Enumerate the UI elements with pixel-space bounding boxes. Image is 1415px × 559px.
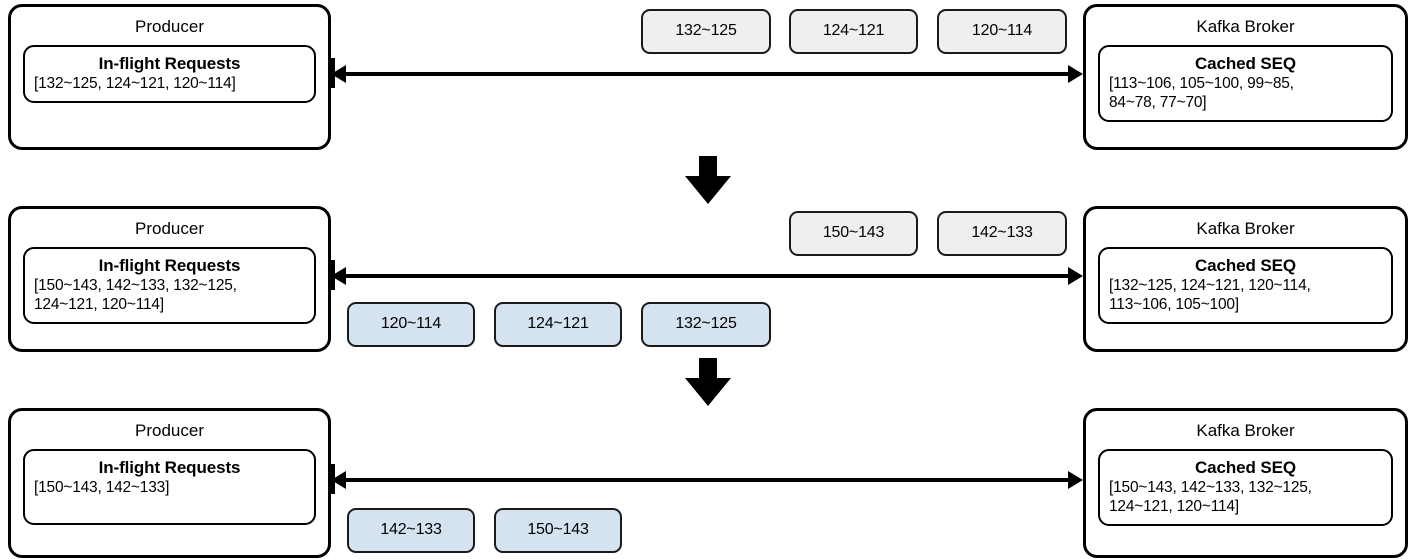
in-flight-requests-list: [150~143, 142~133, 132~125, 124~121, 120… <box>34 277 237 313</box>
producer-title: Producer <box>135 219 204 238</box>
chip-below-row-3-0: 142~133 <box>347 508 475 553</box>
cached-seq-list: [150~143, 142~133, 132~125, 124~121, 120… <box>1109 479 1312 515</box>
arrow-left-head-icon <box>331 267 346 285</box>
chip-label: 120~114 <box>971 22 1033 39</box>
in-flight-requests-list: [150~143, 142~133] <box>34 479 170 496</box>
cached-seq-box: Cached SEQ [113~106, 105~100, 99~85, 84~… <box>1098 45 1393 122</box>
cached-seq-heading: Cached SEQ <box>1194 458 1297 477</box>
producer-broker-arrow-row-3 <box>331 464 1083 494</box>
chip-above-row-1-2: 120~114 <box>937 9 1067 54</box>
chip-label: 124~121 <box>822 22 885 39</box>
producer-node-row-2: Producer In-flight Requests [150~143, 14… <box>8 206 331 352</box>
arrow-tip <box>685 176 731 204</box>
chip-below-row-2-2: 132~125 <box>641 302 771 347</box>
chip-label: 132~125 <box>675 22 737 39</box>
diagram-row-1: Producer In-flight Requests [132~125, 12… <box>0 0 1415 152</box>
diagram-row-3: Producer In-flight Requests [150~143, 14… <box>0 404 1415 559</box>
kafka-broker-title: Kafka Broker <box>1196 421 1295 440</box>
arrow-tip <box>685 378 731 406</box>
kafka-broker-title: Kafka Broker <box>1196 17 1295 36</box>
chip-below-row-3-1: 150~143 <box>494 508 622 553</box>
in-flight-requests-heading: In-flight Requests <box>98 54 241 73</box>
arrow-left-head-icon <box>331 471 346 489</box>
chip-below-row-2-1: 124~121 <box>494 302 622 347</box>
in-flight-requests-heading: In-flight Requests <box>98 256 241 275</box>
kafka-broker-title: Kafka Broker <box>1196 219 1295 238</box>
arrow-left-head-icon <box>331 65 346 83</box>
diagram-row-2: Producer In-flight Requests [150~143, 14… <box>0 202 1415 354</box>
chip-label: 132~125 <box>675 315 737 332</box>
producer-title: Producer <box>135 17 204 36</box>
producer-node-row-3: Producer In-flight Requests [150~143, 14… <box>8 408 331 558</box>
arrow-right-head-icon <box>1068 65 1083 83</box>
producer-node-row-1: Producer In-flight Requests [132~125, 12… <box>8 4 331 150</box>
arrow-shaft <box>341 478 1073 482</box>
in-flight-requests-heading: In-flight Requests <box>98 458 241 477</box>
chip-above-row-1-1: 124~121 <box>789 9 918 54</box>
chip-label: 124~121 <box>527 315 589 332</box>
step-arrow-2-down-icon <box>685 358 731 406</box>
chip-label: 142~133 <box>380 521 442 538</box>
producer-broker-arrow-row-2 <box>331 260 1083 290</box>
cached-seq-box: Cached SEQ [132~125, 124~121, 120~114, 1… <box>1098 247 1393 324</box>
kafka-broker-node-row-1: Kafka Broker Cached SEQ [113~106, 105~10… <box>1083 4 1408 150</box>
in-flight-requests-box: In-flight Requests [132~125, 124~121, 12… <box>23 45 316 103</box>
producer-title: Producer <box>135 421 204 440</box>
chip-label: 150~143 <box>527 521 589 538</box>
kafka-broker-node-row-2: Kafka Broker Cached SEQ [132~125, 124~12… <box>1083 206 1408 352</box>
kafka-broker-node-row-3: Kafka Broker Cached SEQ [150~143, 142~13… <box>1083 408 1408 558</box>
arrow-shaft <box>341 72 1073 76</box>
cached-seq-heading: Cached SEQ <box>1194 54 1297 73</box>
arrow-stem <box>699 156 717 180</box>
arrow-right-head-icon <box>1068 267 1083 285</box>
producer-broker-arrow-row-1 <box>331 58 1083 88</box>
in-flight-requests-box: In-flight Requests [150~143, 142~133, 13… <box>23 247 316 324</box>
arrow-right-head-icon <box>1068 471 1083 489</box>
in-flight-requests-list: [132~125, 124~121, 120~114] <box>34 75 236 92</box>
chip-label: 120~114 <box>380 315 442 332</box>
cached-seq-heading: Cached SEQ <box>1194 256 1297 275</box>
cached-seq-list: [132~125, 124~121, 120~114, 113~106, 105… <box>1109 277 1311 313</box>
cached-seq-list: [113~106, 105~100, 99~85, 84~78, 77~70] <box>1109 75 1294 111</box>
step-arrow-1-down-icon <box>685 156 731 204</box>
chip-label: 150~143 <box>822 224 885 241</box>
in-flight-requests-box: In-flight Requests [150~143, 142~133] <box>23 449 316 525</box>
chip-above-row-1-0: 132~125 <box>641 9 771 54</box>
chip-above-row-2-1: 142~133 <box>937 211 1067 256</box>
chip-below-row-2-0: 120~114 <box>347 302 475 347</box>
chip-above-row-2-0: 150~143 <box>789 211 918 256</box>
cached-seq-box: Cached SEQ [150~143, 142~133, 132~125, 1… <box>1098 449 1393 526</box>
chip-label: 142~133 <box>971 224 1033 241</box>
arrow-shaft <box>341 274 1073 278</box>
arrow-stem <box>699 358 717 382</box>
